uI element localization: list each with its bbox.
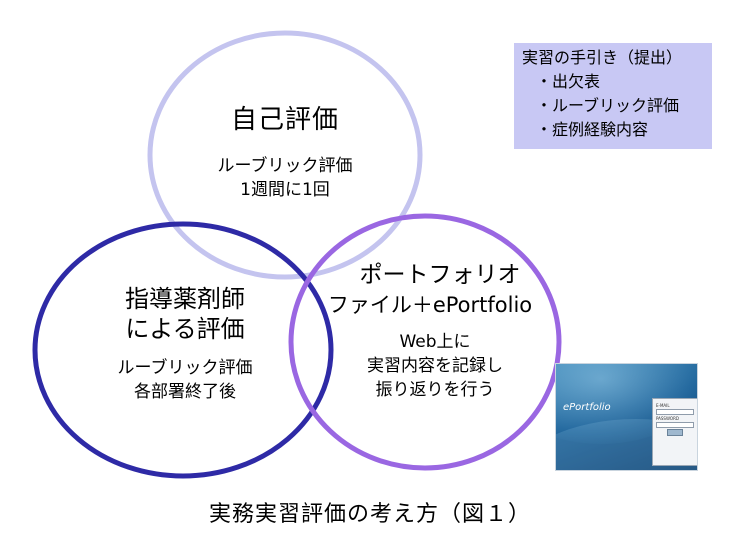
email-field	[656, 409, 694, 415]
eportfolio-logo: ePortfolio	[563, 402, 611, 413]
portfolio-line3: 振り返りを行う	[375, 380, 495, 400]
self-eval-title: 自己評価	[230, 105, 339, 135]
email-label: E-MAIL	[656, 403, 670, 408]
circle-portfolio	[288, 213, 562, 471]
practice-guide-item: ・症例経験内容	[536, 120, 649, 139]
portfolio-title-1: ポートフォリオ	[359, 262, 521, 288]
figure-caption: 実務実習評価の考え方（図１）	[208, 502, 531, 527]
portfolio-line1: Web上に	[399, 332, 471, 352]
pharmacist-eval-line1: ルーブリック評価	[117, 358, 253, 378]
eportfolio-screenshot: ePortfolio E-MAIL PASSWORD	[555, 363, 698, 471]
pharmacist-eval-title-2: による評価	[125, 315, 245, 343]
circle-pharmacist-eval	[32, 221, 334, 479]
practice-guide-item: ・出欠表	[536, 72, 601, 91]
password-field	[656, 422, 694, 428]
practice-guide-box: 実習の手引き（提出） ・出欠表 ・ルーブリック評価 ・症例経験内容	[514, 43, 712, 149]
pharmacist-eval-title-1: 指導薬剤師	[125, 285, 245, 313]
pharmacist-eval-line2: 各部署終了後	[134, 382, 236, 402]
login-button	[667, 429, 683, 436]
circle-self-eval	[147, 30, 423, 280]
practice-guide-item: ・ルーブリック評価	[536, 96, 680, 115]
password-label: PASSWORD	[656, 416, 679, 421]
self-eval-line2: 1週間に1回	[240, 180, 330, 200]
practice-guide-heading: 実習の手引き（提出）	[522, 48, 683, 67]
portfolio-title-2: ファイル＋ePortfolio	[327, 293, 533, 317]
login-panel: E-MAIL PASSWORD	[652, 398, 697, 466]
self-eval-line1: ルーブリック評価	[217, 156, 353, 176]
portfolio-line2: 実習内容を記録し	[367, 356, 503, 376]
